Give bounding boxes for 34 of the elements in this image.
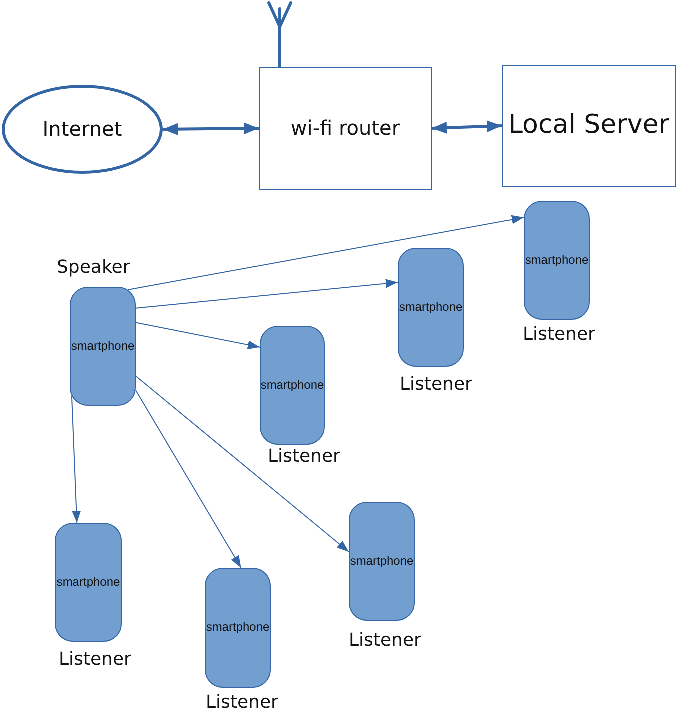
node-label: wi-fi router [290, 117, 400, 140]
node-label: Internet [42, 118, 122, 141]
node-caption: Listener [268, 446, 340, 468]
node-caption: Listener [206, 692, 278, 714]
node-caption: Listener [400, 374, 472, 396]
rect-node [259, 67, 432, 190]
node-caption: Listener [523, 324, 596, 346]
node-label: smartphone [399, 300, 463, 314]
node-label: smartphone [56, 576, 120, 590]
arrow [136, 322, 260, 350]
double-arrow [162, 122, 260, 136]
node-label: smartphone [260, 378, 324, 392]
arrow [136, 390, 242, 568]
arrow [136, 376, 350, 552]
node-caption: Speaker [57, 257, 130, 279]
arrow [128, 215, 524, 290]
phone-node [398, 248, 464, 367]
node-label: Local Server [508, 111, 670, 141]
node-label: smartphone [71, 340, 135, 354]
node-label: smartphone [350, 554, 414, 568]
phone-node [205, 568, 271, 688]
phone-node [349, 502, 415, 621]
arrow [71, 396, 82, 524]
node-label: smartphone [525, 254, 589, 268]
phone-node [524, 201, 590, 320]
phone-node [260, 326, 325, 445]
arrow [136, 279, 398, 309]
node-caption: Listener [59, 649, 132, 671]
node-label: smartphone [206, 621, 270, 635]
rect-node [502, 65, 676, 187]
phone-node [55, 523, 122, 642]
phone-node [70, 287, 136, 406]
double-arrow [432, 120, 502, 134]
node-caption: Listener [349, 630, 422, 652]
